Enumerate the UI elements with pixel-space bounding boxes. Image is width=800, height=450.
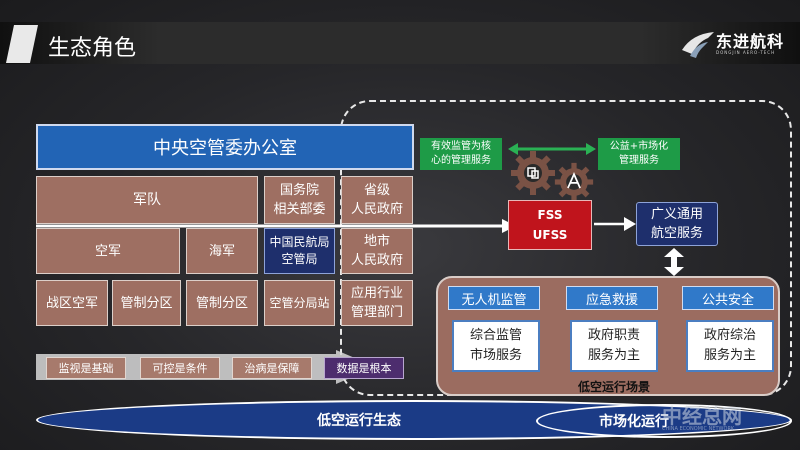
updown-arrow-icon [663,248,685,276]
central-atc-office-box: 中央空管委办公室 [36,124,414,170]
government-governance-box: 政府综治 服务为主 [686,320,774,372]
prefecture-government-box: 地市 人民政府 [341,228,413,274]
control-zone-box-2: 管制分区 [186,280,258,326]
chevron-control: 可控是条件 [140,357,220,379]
theater-air-force-box: 战区空军 [36,280,108,326]
government-duty-box: 政府职责 服务为主 [570,320,658,372]
chevron-data: 数据是根本 [324,357,404,379]
drone-supervision-tag: 无人机监管 [448,286,540,310]
double-arrow-icon [508,140,596,155]
watermark-text: 中经总网 [662,404,742,428]
chevron-security: 治病是保障 [232,357,312,379]
page-title: 生态角色 [48,36,137,61]
header-bar [0,22,800,64]
air-force-box: 空军 [36,228,180,274]
watermark-subtext: CHINA ECONOMIC NETWORK [662,426,735,432]
header-parallelogram [6,25,38,63]
effective-supervision-tag: 有效监管为核 心的管理服务 [420,138,502,170]
ecosystem-label: 低空运行生态 [317,413,401,429]
chevron-monitoring: 监视是基础 [46,357,126,379]
logo-text: 东进航科 [716,32,785,51]
control-zone-box-1: 管制分区 [112,280,181,326]
plane-logo-icon [682,32,714,58]
public-market-tag: 公益+市场化 管理服务 [598,138,680,170]
fss-ufss-box: FSS UFSS [508,200,592,250]
provincial-government-box: 省级 人民政府 [341,176,413,224]
atc-branch-station-box: 空管分局站 [264,280,335,326]
gear-icon [510,150,556,196]
industry-management-box: 应用行业 管理部门 [341,280,413,326]
gear-icon [554,162,594,202]
navy-box: 海军 [186,228,258,274]
military-box: 军队 [36,176,258,224]
watermark: 中经总网 CHINA ECONOMIC NETWORK [662,398,792,442]
market-operation-label: 市场化运行 [599,414,669,430]
general-aviation-service-box: 广义通用 航空服务 [636,202,718,246]
public-safety-tag: 公共安全 [682,286,774,310]
caac-atc-bureau-box: 中国民航局 空管局 [264,228,335,274]
state-council-box: 国务院 相关部委 [264,176,335,224]
scene-label: 低空运行场景 [578,380,651,394]
logo-subtext: DONGJIN AERO-TECH [716,50,776,55]
company-logo: 东进航科 DONGJIN AERO-TECH [678,24,798,64]
emergency-rescue-tag: 应急救援 [566,286,658,310]
market-operation-ellipse: 市场化运行 [536,404,792,438]
flow-arrow [36,218,516,234]
arrow-to-general-aviation [594,216,636,231]
market-service-box: 综合监管 市场服务 [452,320,540,372]
